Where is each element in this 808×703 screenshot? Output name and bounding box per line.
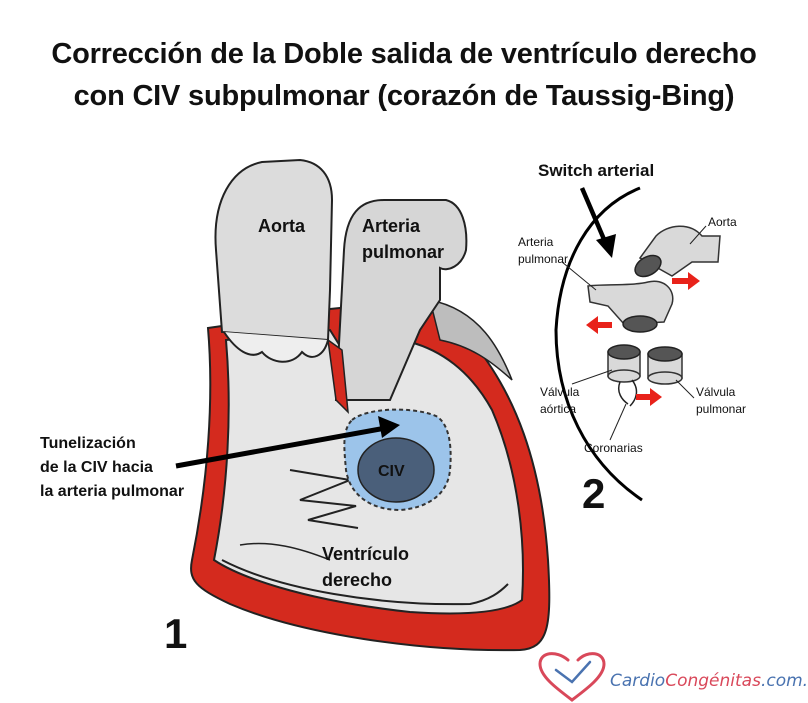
conal-septum — [327, 338, 349, 415]
leader-coronarias — [609, 403, 627, 441]
panel1-label-ventriculo-2: derecho — [322, 570, 392, 590]
papillary-muscle — [289, 469, 359, 529]
aorta-segment-opening — [634, 254, 662, 278]
switch-illustration — [554, 186, 721, 502]
arrow-right-lower — [636, 388, 662, 406]
pulmonary-segment — [587, 280, 674, 325]
heart-logo-icon — [538, 652, 606, 702]
aorta-valve — [223, 331, 329, 363]
panel1-label-tunel-3: la arteria pulmonar — [40, 483, 184, 500]
panel1-label-tunel-2: de la CIV hacia — [40, 459, 153, 476]
tunnel-pointer-head — [378, 416, 400, 438]
leader-valvula-pulmonar — [675, 379, 695, 399]
papillary-muscle-2 — [239, 542, 331, 561]
inset-circle-arc — [554, 186, 643, 502]
pulmonary-valve-ring — [647, 346, 683, 385]
svg-text:CardioCongénitas.com.ar: CardioCongénitas.com.ar — [610, 671, 808, 691]
heart-logo-stroke — [554, 660, 592, 684]
panel1-number: 1 — [164, 610, 187, 657]
pulmonary-artery-vessel — [334, 199, 468, 401]
panel2-label-switch: Switch arterial — [538, 161, 654, 180]
panel1-label-tunel-1: Tunelización — [40, 435, 136, 452]
tunnel-pointer-arrow — [175, 425, 387, 469]
title-line-1: Corrección de la Doble salida de ventríc… — [51, 38, 757, 70]
heart-illustration — [175, 158, 551, 652]
aortic-valve-ring — [607, 344, 641, 383]
civ-defect — [357, 437, 435, 503]
panel2-label-valvula-aortica-2: aórtica — [540, 402, 576, 416]
panel2-label-arteria-1: Arteria — [518, 235, 554, 249]
switch-pointer-arrow — [579, 187, 609, 245]
watermark-logo: CardioCongénitas.com.ar — [538, 652, 808, 702]
switch-pointer-head — [596, 234, 616, 258]
panel2-label-coronarias: Coronarias — [584, 441, 643, 455]
arrow-left-middle — [586, 316, 612, 334]
arrow-right-upper — [672, 272, 700, 290]
leader-arteria — [561, 261, 597, 291]
aorta-vessel — [214, 158, 334, 342]
ventricle-shade — [428, 299, 513, 381]
leader-aorta — [689, 225, 707, 245]
watermark-brand-c: .com.ar — [761, 671, 808, 691]
title-line-2: con CIV subpulmonar (corazón de Taussig-… — [73, 80, 735, 112]
panel1-label-ventriculo-1: Ventrículo — [322, 544, 409, 564]
panel1-label-civ: CIV — [378, 463, 405, 480]
trabeculation-band — [221, 559, 509, 606]
panel2-label-aorta: Aorta — [708, 215, 737, 229]
watermark-brand-b: Congénitas — [665, 671, 761, 691]
panel2-label-valvula-pulmonar-1: Válvula — [696, 385, 736, 399]
panel2-number: 2 — [582, 470, 605, 517]
panel1-label-arteria-2: pulmonar — [362, 242, 444, 262]
panel1-label-aorta: Aorta — [258, 216, 306, 236]
panel2-label-valvula-aortica-1: Válvula — [540, 385, 580, 399]
watermark-brand-a: Cardio — [610, 671, 665, 691]
panel2-label-arteria-2: pulmonar — [518, 252, 568, 266]
panel2-label-valvula-pulmonar-2: pulmonar — [696, 402, 746, 416]
coronary-origins — [617, 379, 638, 407]
leader-valvula-aortica — [571, 369, 613, 385]
pulmonary-segment-opening — [622, 315, 658, 333]
panel1-label-arteria-1: Arteria — [362, 216, 421, 236]
